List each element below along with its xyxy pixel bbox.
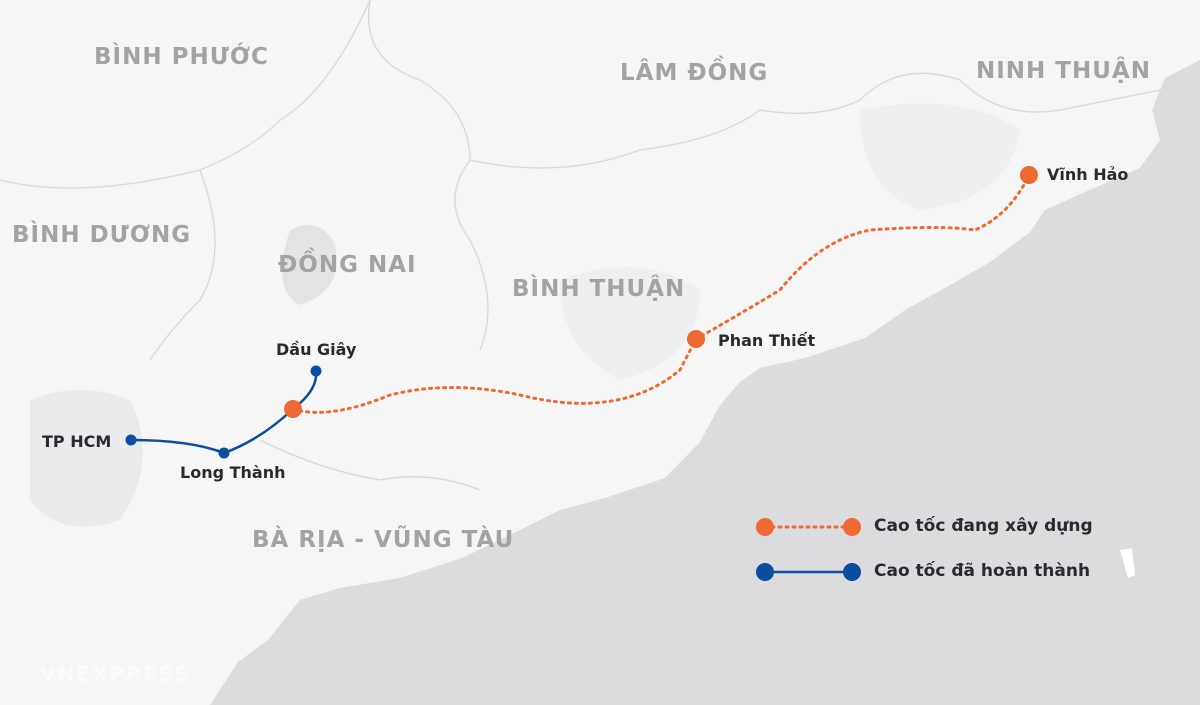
completed-expressway (130, 370, 318, 455)
urban-area (30, 390, 143, 527)
city-label-phan-thiet: Phan Thiết (718, 331, 816, 350)
city-label-long-thanh: Long Thành (180, 463, 286, 482)
province-label: BÌNH DƯƠNG (12, 222, 192, 248)
city-label-vinh-hao: Vĩnh Hảo (1047, 165, 1129, 184)
urban-area (282, 225, 337, 305)
city-label-dau-giay: Dầu Giây (276, 340, 357, 359)
city-marker-vinh-hao (1020, 166, 1038, 184)
province-label: BÀ RỊA - VŨNG TÀU (252, 527, 515, 553)
city-marker-dau-giay (310, 365, 322, 377)
province-label: LÂM ĐỒNG (620, 60, 769, 86)
legend-construction-dot (756, 518, 774, 536)
legend-completed-label: Cao tốc đã hoàn thành (874, 561, 1091, 581)
forest-area (560, 267, 700, 380)
under-construction-expressway (291, 173, 1031, 414)
province-label: BÌNH PHƯỚC (94, 44, 269, 70)
forest-area (860, 103, 1020, 210)
junction-marker (284, 400, 302, 418)
city-marker-phan-thiet (687, 330, 705, 348)
province-label: NINH THUẬN (976, 58, 1151, 84)
city-marker-long-thanh (218, 447, 230, 459)
city-label-tp-hcm: TP HCM (42, 432, 112, 451)
city-marker-tp-hcm (125, 434, 137, 446)
legend-completed-dot (843, 563, 861, 581)
province-label: BÌNH THUẬN (512, 276, 686, 302)
sea (210, 60, 1200, 705)
legend-construction-label: Cao tốc đang xây dựng (874, 516, 1093, 536)
legend-construction-dot (843, 518, 861, 536)
province-label: ĐỒNG NAI (278, 252, 417, 278)
island (1120, 548, 1135, 578)
province-borders (0, 0, 1161, 491)
legend-completed-dot (756, 563, 774, 581)
watermark: VNEXPRESS (40, 662, 191, 686)
